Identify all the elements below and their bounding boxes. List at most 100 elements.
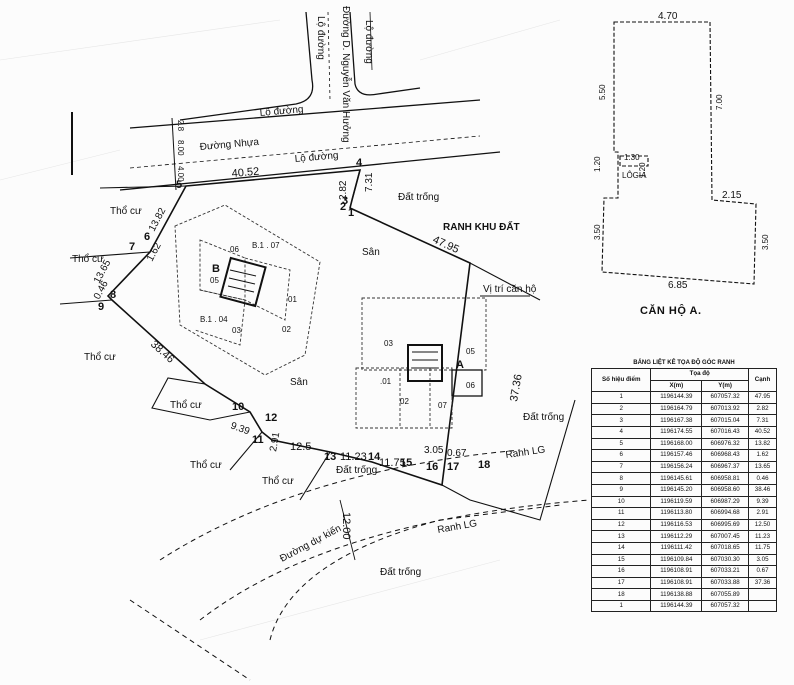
background-texture — [0, 19, 561, 641]
dim-2-8: 2.8 — [176, 120, 185, 132]
table-cell-p: 9 — [590, 483, 652, 497]
apt-dim-left-lower: 3.50 — [593, 224, 602, 240]
apt-dim-loggia-width: 1.30 — [624, 153, 640, 162]
label-empty-land-1: Đất trống — [398, 191, 439, 203]
table-cell-x: 1196119.59 — [650, 495, 703, 509]
table-cell-side: 11.75 — [748, 541, 777, 555]
table-cell-y: 607030.30 — [701, 553, 749, 567]
header-coord: Tọa độ — [650, 368, 749, 381]
table-cell-p: 1 — [590, 391, 652, 404]
apt-dim-step: 2.15 — [722, 190, 742, 201]
point-16: 16 — [426, 461, 438, 473]
table-cell-side: 0.46 — [748, 472, 777, 485]
point-7: 7 — [129, 241, 135, 253]
table-cell-p: 6 — [590, 449, 652, 462]
apartment-title: CĂN HỘ A. — [640, 305, 702, 317]
table-cell-side: 47.95 — [748, 391, 777, 404]
dim-2-91: 2.91 — [268, 431, 282, 453]
table-cell-x: 1196108.91 — [650, 565, 703, 578]
table-cell-y: 606968.43 — [701, 449, 749, 462]
table-cell-x: 1196138.88 — [650, 588, 703, 601]
table-cell-y: 607033.21 — [701, 565, 749, 578]
unit-b-07: B.1 . 07 — [252, 241, 280, 250]
point-9: 9 — [98, 301, 104, 313]
dim-3-05: 3.05 — [424, 445, 444, 456]
label-road-north-2: Lộ đường — [363, 20, 374, 64]
label-block-b: B — [212, 263, 220, 275]
label-yard-1: Sân — [362, 247, 380, 258]
table-cell-x: 1196109.84 — [650, 553, 703, 567]
unit-b-03: 03 — [232, 326, 241, 335]
point-13: 13 — [324, 451, 336, 463]
point-10: 10 — [232, 401, 244, 413]
unit-a-07: 07 — [438, 401, 447, 410]
table-cell-y: 606994.68 — [701, 507, 749, 520]
table-cell-p: 18 — [590, 588, 652, 601]
planned-road — [129, 449, 591, 681]
point-12: 12 — [265, 412, 277, 424]
apt-dim-right-upper: 7.00 — [715, 94, 724, 110]
table-cell-y: 606995.69 — [701, 518, 749, 532]
point-5: 5 — [176, 179, 182, 191]
table-cell-y: 607018.65 — [701, 541, 749, 555]
header-side: Cạnh — [748, 367, 777, 393]
table-cell-y: 607057.32 — [701, 391, 749, 404]
table-cell-p: 8 — [590, 472, 652, 485]
table-cell-p: 14 — [590, 541, 652, 555]
table-cell-side: 9.39 — [748, 495, 777, 509]
point-1: 1 — [348, 207, 354, 219]
header-x: X(m) — [650, 379, 703, 393]
table-cell-x: 1196145.61 — [650, 472, 703, 485]
table-cell-side — [748, 588, 777, 601]
table-cell-side — [748, 599, 777, 613]
label-apt-location: Vị trí căn hộ — [483, 284, 537, 295]
table-cell-y: 606958.81 — [701, 472, 749, 485]
table-cell-p: 16 — [590, 565, 652, 578]
table-cell-x: 1196112.29 — [650, 530, 703, 543]
label-road-edge-top: Lộ đường — [259, 104, 304, 119]
dim-40-52: 40.52 — [231, 166, 259, 180]
label-empty-land-4: Đất trống — [380, 566, 421, 578]
table-cell-p: 1 — [590, 599, 652, 613]
label-boundary: RANH KHU ĐẤT — [443, 220, 520, 233]
table-cell-side: 13.82 — [748, 437, 777, 451]
dim-8-00: 8.00 — [176, 140, 185, 156]
point-6: 6 — [144, 231, 150, 243]
point-8: 8 — [110, 289, 116, 301]
table-cell-y: 607057.32 — [701, 599, 749, 613]
table-cell-p: 13 — [590, 530, 652, 543]
block-a-stair-icon — [412, 351, 438, 369]
table-cell-side: 40.52 — [748, 425, 777, 439]
table-cell-side: 0.67 — [748, 565, 777, 578]
label-road-asphalt: Đường Nhựa — [199, 137, 260, 153]
apartment-a-highlight — [451, 369, 483, 397]
neighbor-lines — [59, 185, 576, 521]
table-cell-p: 15 — [590, 553, 652, 567]
label-empty-land-2: Đất trống — [523, 411, 564, 423]
point-2: 2 — [340, 201, 346, 213]
dim-7-31: 7.31 — [364, 172, 375, 192]
apt-dim-loggia-right: 1.20 — [638, 162, 647, 178]
unit-b-04: B.1 . 04 — [200, 315, 228, 324]
boundary-points: 1 2 3 4 5 6 7 8 9 10 11 12 13 14 15 16 1… — [98, 157, 490, 473]
apt-loggia-label: LÔGIA — [622, 171, 647, 180]
unit-a-03: 03 — [384, 339, 393, 348]
label-residential-3: Thổ cư — [84, 351, 116, 363]
header-point: Số hiệu điểm — [590, 367, 652, 393]
dim-37-36: 37.36 — [508, 373, 525, 402]
label-residential-6: Thổ cư — [262, 475, 294, 487]
table-cell-p: 2 — [590, 402, 652, 416]
unit-b-06: 06 — [230, 245, 239, 254]
road-nguyen-van-huong — [179, 11, 421, 121]
